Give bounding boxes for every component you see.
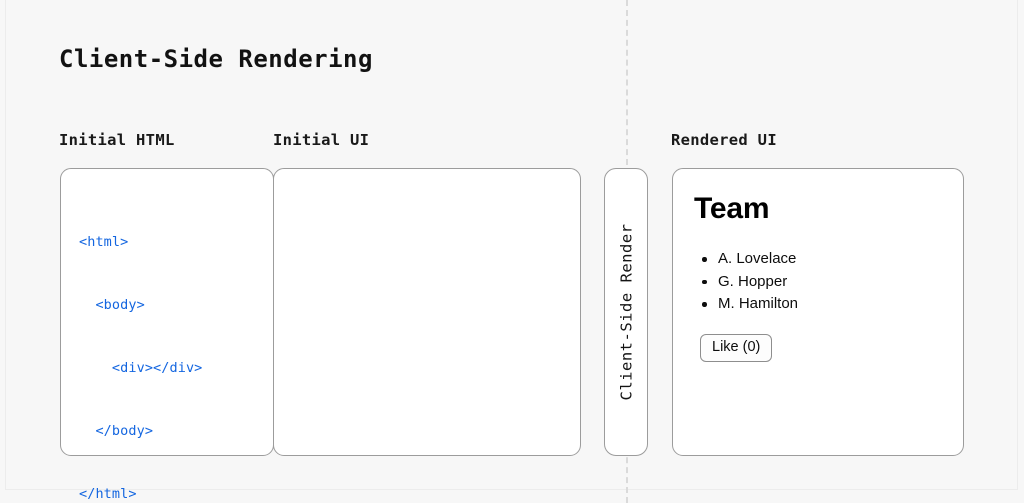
rendered-ui-content: Team A. Lovelace G. Hopper M. Hamilton L… — [672, 168, 964, 456]
list-item: M. Hamilton — [700, 293, 942, 315]
code-line: <html> — [79, 234, 129, 250]
code-line: </html> — [79, 486, 137, 502]
panel-client-side-render — [604, 168, 648, 456]
column-label-rendered-ui: Rendered UI — [671, 131, 777, 149]
list-item: G. Hopper — [700, 271, 942, 293]
code-line: <div></div> — [79, 360, 203, 376]
initial-html-code: <html> <body> <div></div> </body> </html… — [79, 190, 202, 503]
panel-rendered-ui — [672, 168, 964, 456]
page-title: Client-Side Rendering — [59, 45, 373, 73]
panel-initial-ui — [273, 168, 581, 456]
panel-initial-html — [60, 168, 274, 456]
like-button[interactable]: Like (0) — [700, 333, 773, 362]
team-heading: Team — [694, 192, 770, 225]
code-line: </body> — [79, 423, 154, 439]
column-label-initial-ui: Initial UI — [273, 131, 370, 149]
team-member-list: A. Lovelace G. Hopper M. Hamilton — [700, 248, 942, 315]
column-label-initial-html: Initial HTML — [59, 131, 175, 149]
code-line: <body> — [79, 297, 145, 313]
list-item: A. Lovelace — [700, 248, 942, 270]
